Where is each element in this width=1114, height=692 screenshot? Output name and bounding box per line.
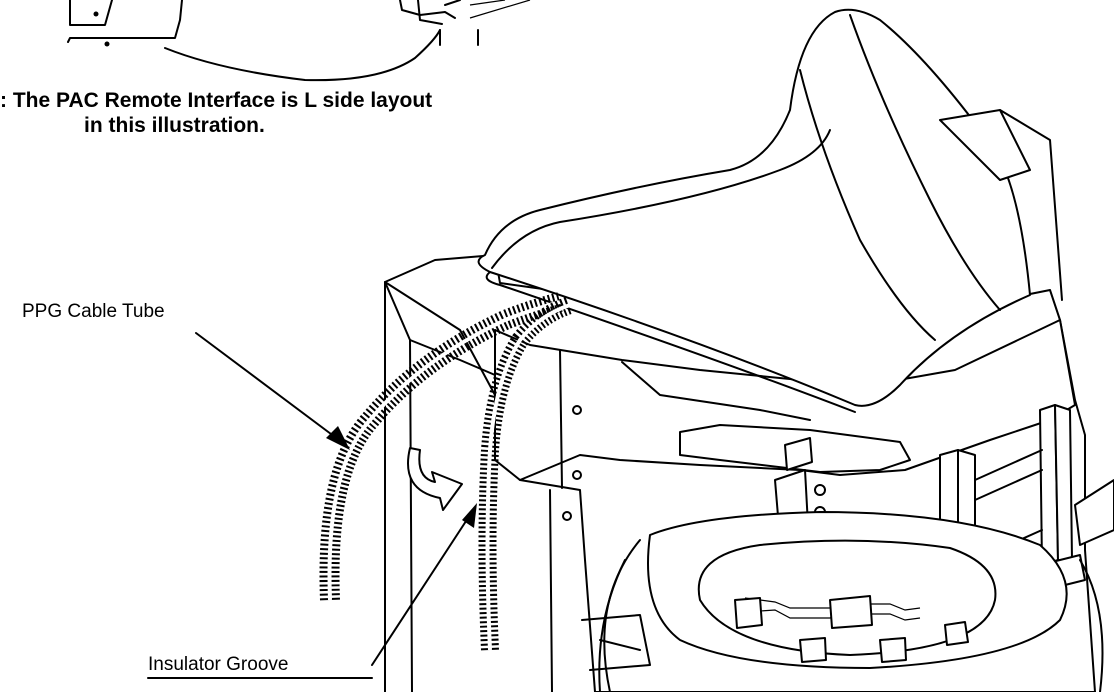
layout-note-line1: E: The PAC Remote Interface is L side la… — [0, 89, 433, 112]
insulator-groove-label: Insulator Groove — [148, 654, 289, 675]
rotation-arrow — [407, 447, 463, 511]
layout-note: E: The PAC Remote Interface is L side la… — [0, 88, 432, 138]
inset-detail — [67, 0, 531, 82]
ppg-cable-tube — [319, 292, 574, 651]
ppg-cable-tube-label: PPG Cable Tube — [22, 301, 165, 322]
cable-tube-leader — [195, 332, 350, 450]
layout-note-line2: in this illustration. — [84, 114, 265, 137]
insulator-groove-leader — [371, 503, 477, 666]
monitor-hood — [477, 8, 1063, 413]
turntable-base — [581, 511, 1104, 692]
